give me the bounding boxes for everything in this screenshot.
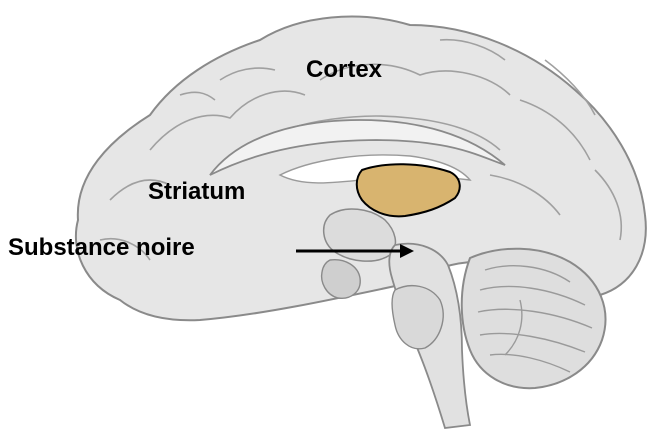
cortex-label: Cortex [306,58,382,82]
pons [392,286,443,349]
substantia-nigra-label: Substance noire [8,236,195,260]
striatum-label: Striatum [148,180,245,204]
